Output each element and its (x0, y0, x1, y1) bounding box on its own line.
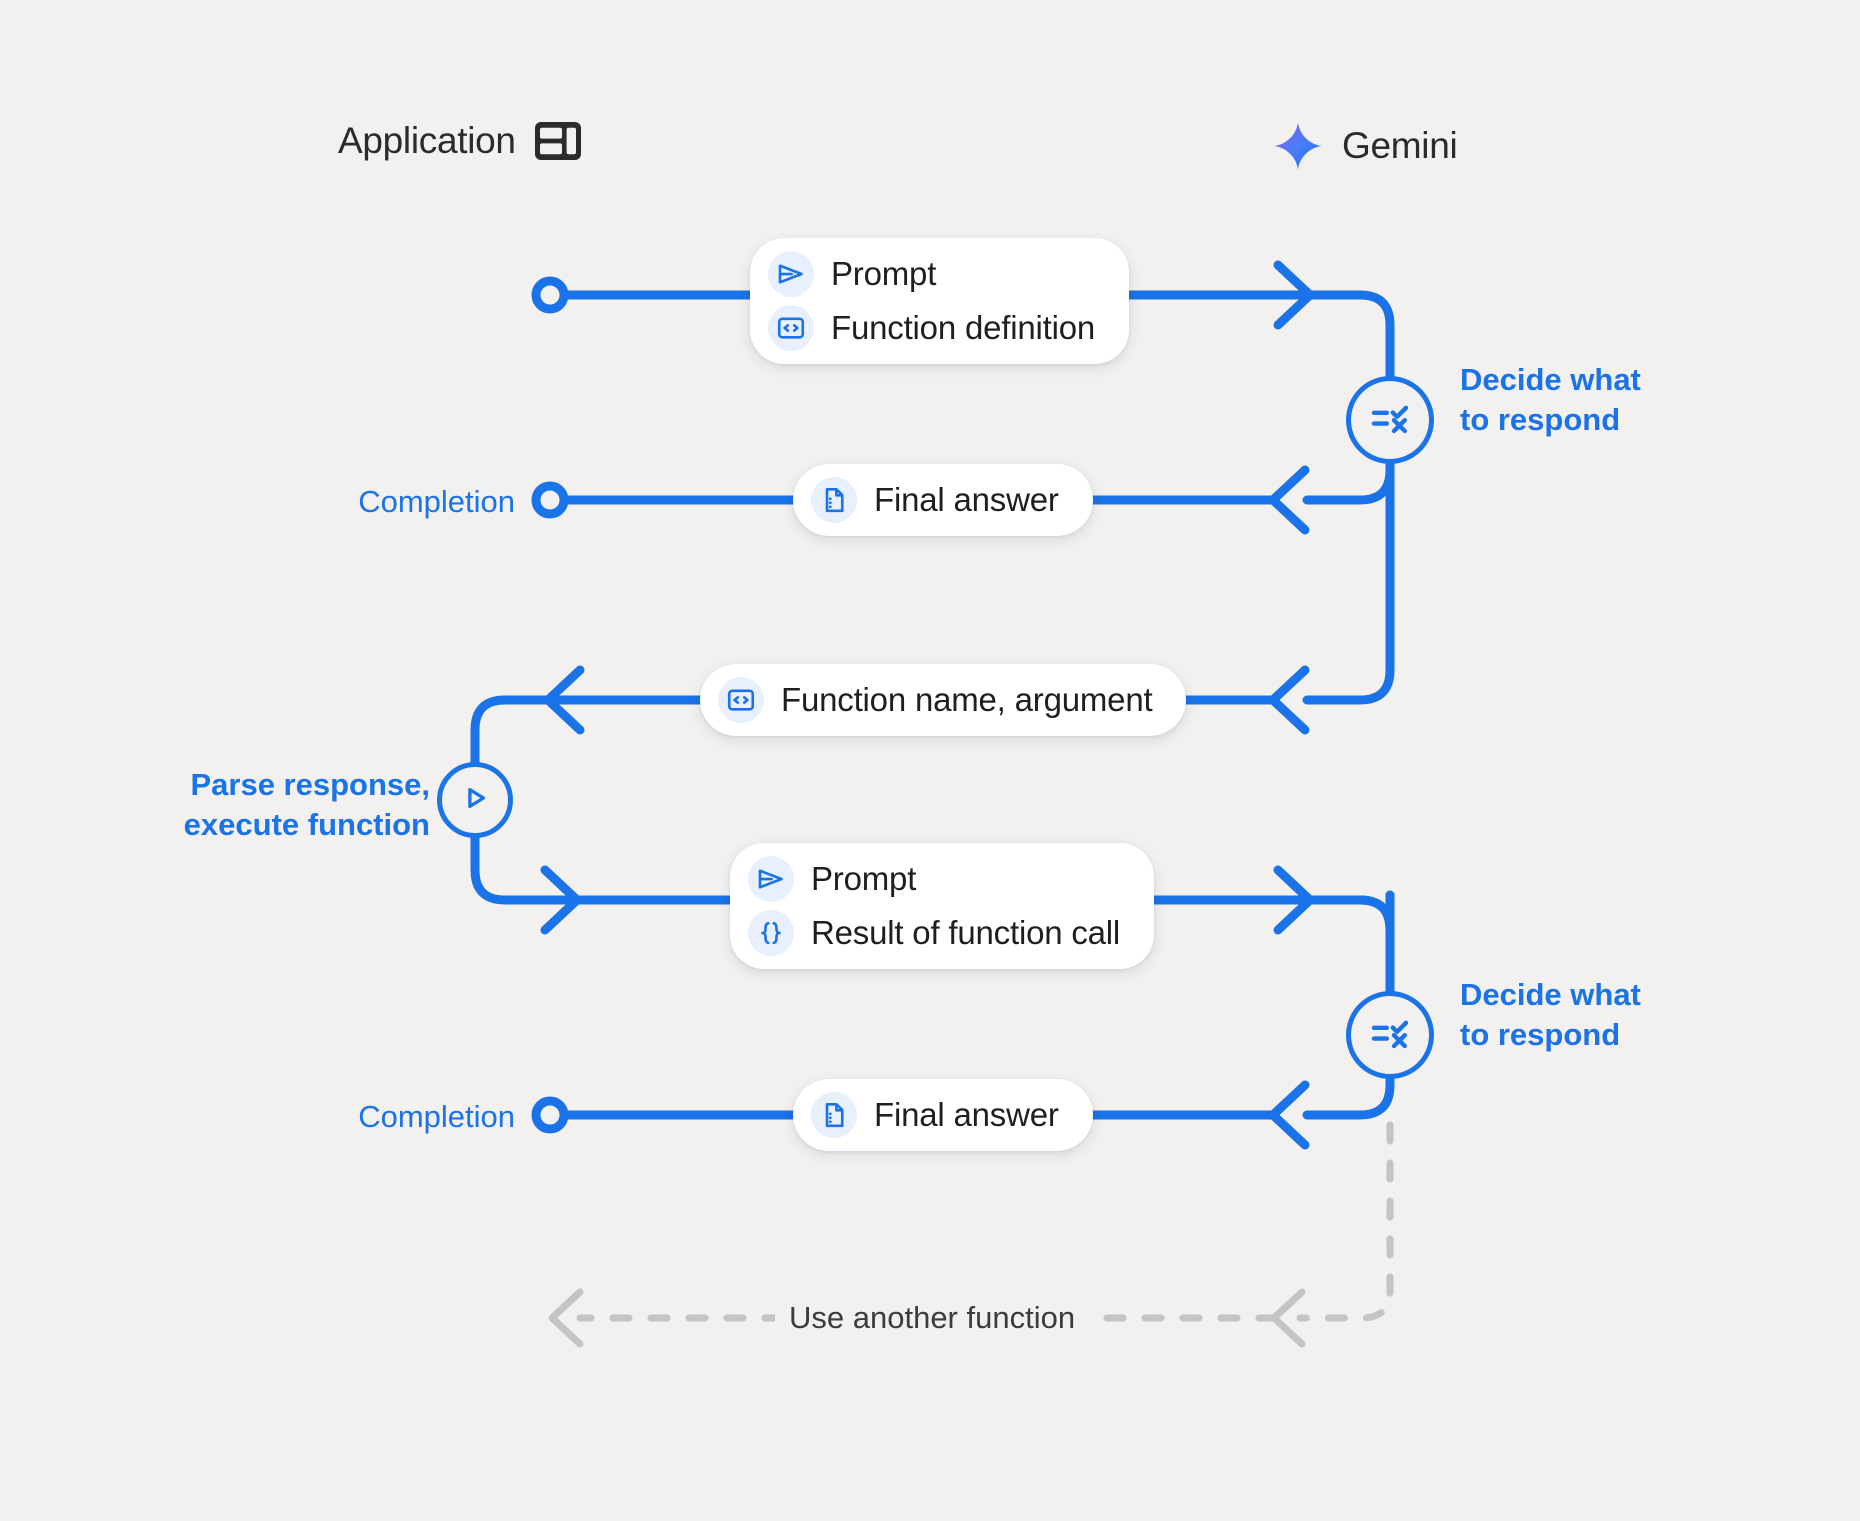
chip-label: Prompt (831, 255, 937, 292)
chip-row-function-result: Result of function call (748, 910, 1120, 956)
arrowhead-loop-app (548, 1288, 584, 1348)
chip-row-function-call: Function name, argument (718, 677, 1153, 723)
node-decide-1[interactable] (1346, 376, 1434, 464)
chip-label: Final answer (874, 481, 1059, 518)
message-chip-response-1[interactable]: Final answer (793, 464, 1093, 536)
arrowhead-function-call-app (543, 665, 585, 735)
chip-label: Final answer (874, 1096, 1059, 1133)
node-execute-function[interactable] (437, 762, 513, 838)
document-icon (811, 1092, 857, 1138)
gemini-sparkle-icon (1272, 120, 1324, 172)
chip-row-function-definition: Function definition (768, 305, 1095, 351)
chip-row-final-answer: Final answer (811, 1092, 1059, 1138)
lane-title-gemini: Gemini (1342, 125, 1458, 166)
checklist-decision-icon (1366, 394, 1414, 447)
arrowhead-function-call-gemini (1268, 665, 1310, 735)
message-chip-response-2[interactable]: Final answer (793, 1079, 1093, 1151)
chip-row-final-answer: Final answer (811, 477, 1059, 523)
chip-row-prompt: Prompt (768, 251, 1095, 297)
node-decide-2[interactable] (1346, 991, 1434, 1079)
message-chip-request-1[interactable]: Prompt Function definition (750, 238, 1130, 364)
document-icon (811, 477, 857, 523)
lane-title-application: Application (338, 120, 516, 161)
play-triangle-icon (457, 780, 493, 821)
annotation-parse-execute: Parse response, execute function (183, 767, 430, 842)
wire-execute-out (470, 820, 550, 905)
wire-request-1-turn (1302, 290, 1395, 390)
checklist-decision-icon (1366, 1009, 1414, 1062)
annotation-completion-1: Completion (358, 484, 515, 519)
annotation-loop: Use another function (775, 1300, 1090, 1336)
wire-decide1-completion (1302, 415, 1395, 505)
curly-braces-icon (748, 910, 794, 956)
lane-header-gemini: Gemini (1272, 120, 1458, 172)
chip-label: Function name, argument (781, 681, 1153, 718)
lane-header-application: Application (338, 120, 582, 162)
annotation-decide-2: Decide what to respond (1460, 977, 1641, 1052)
code-brackets-box-icon (768, 305, 814, 351)
wire-decide1-down (1302, 430, 1395, 705)
arrowhead-request-2-app (540, 865, 582, 935)
wire-decide2-completion (1302, 1040, 1395, 1120)
arrowhead-response-1 (1268, 465, 1310, 535)
wire-loop-return-vertical (1296, 1121, 1394, 1322)
chip-row-prompt: Prompt (748, 856, 1120, 902)
chip-label: Prompt (811, 860, 917, 897)
send-prompt-icon (768, 251, 814, 297)
arrowhead-response-2 (1268, 1080, 1310, 1150)
arrowhead-loop-gemini (1270, 1288, 1306, 1348)
chip-label: Result of function call (811, 914, 1121, 951)
arrowhead-request-1 (1273, 260, 1315, 330)
lifeline-dot-completion-1 (531, 481, 569, 519)
chip-label: Function definition (831, 309, 1096, 346)
lifeline-dot-start (531, 276, 569, 314)
lifeline-dot-completion-2 (531, 1096, 569, 1134)
wire-request-2-elbow (1355, 895, 1395, 1005)
code-brackets-box-icon (718, 677, 764, 723)
annotation-decide-1: Decide what to respond (1460, 362, 1641, 437)
message-chip-function-call[interactable]: Function name, argument (700, 664, 1187, 736)
arrowhead-request-2 (1273, 865, 1315, 935)
message-chip-request-2[interactable]: Prompt Result of function call (730, 843, 1155, 969)
wire-execute-in (470, 695, 585, 780)
annotation-completion-2: Completion (358, 1099, 515, 1134)
send-prompt-icon (748, 856, 794, 902)
dashboard-layout-icon (534, 121, 582, 161)
